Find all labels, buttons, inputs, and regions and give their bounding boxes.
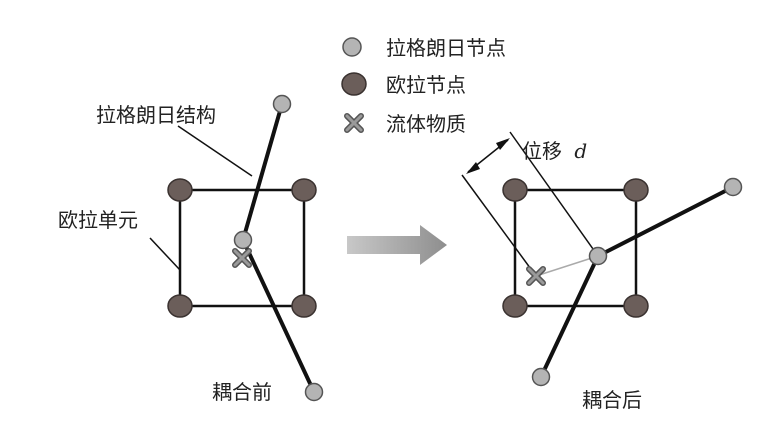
transition-arrow [347, 225, 447, 265]
after-coupling-panel: 位移 d 耦合后 [461, 131, 743, 412]
lagrange-node-right-top [723, 177, 743, 197]
euler-node-right-br [623, 294, 649, 318]
displacement-arrowhead-2 [496, 138, 510, 150]
leader-lagrange-structure [177, 125, 253, 177]
label-displacement-symbol: d [574, 139, 587, 163]
euler-node-left-tr [291, 178, 317, 202]
legend-euler-node-label: 欧拉节点 [386, 73, 466, 97]
lagrange-node-right-mid [588, 246, 608, 266]
legend-fluid-icon [344, 113, 364, 133]
leader-euler-element [149, 237, 181, 271]
legend-euler-node-icon [341, 72, 367, 96]
legend-fluid-label: 流体物质 [386, 112, 466, 136]
before-coupling-panel: 拉格朗日结构 欧拉单元 耦合前 [58, 94, 324, 404]
euler-node-right-tl [502, 178, 528, 202]
euler-node-right-tr [623, 178, 649, 202]
legend-lagrange-node-label: 拉格朗日节点 [386, 36, 506, 60]
label-after: 耦合后 [582, 388, 642, 412]
euler-node-left-br [291, 294, 317, 318]
fluid-marker-right [526, 266, 546, 286]
displacement-extension-2 [509, 131, 599, 257]
lagrange-node-left-top [272, 94, 292, 114]
euler-node-left-bl [167, 294, 193, 318]
label-displacement: 位移 d [522, 139, 587, 163]
label-euler-element: 欧拉单元 [58, 208, 138, 232]
euler-node-right-bl [502, 294, 528, 318]
fluid-link-line [535, 255, 599, 277]
label-displacement-prefix: 位移 [522, 139, 562, 163]
displacement-arrowhead-1 [466, 162, 480, 174]
lagrange-node-right-bottom [531, 367, 551, 387]
fluid-marker-left [232, 248, 252, 268]
euler-element-left [178, 188, 306, 308]
legend: 拉格朗日节点 欧拉节点 流体物质 [341, 36, 506, 136]
label-lagrange-structure: 拉格朗日结构 [96, 103, 216, 127]
lagrange-node-left-bottom [304, 382, 324, 402]
legend-lagrange-node-icon [342, 37, 362, 57]
displacement-extension-1 [461, 174, 537, 277]
label-before: 耦合前 [212, 380, 272, 404]
euler-node-left-tl [167, 178, 193, 202]
lagrange-node-left-mid [233, 230, 253, 250]
